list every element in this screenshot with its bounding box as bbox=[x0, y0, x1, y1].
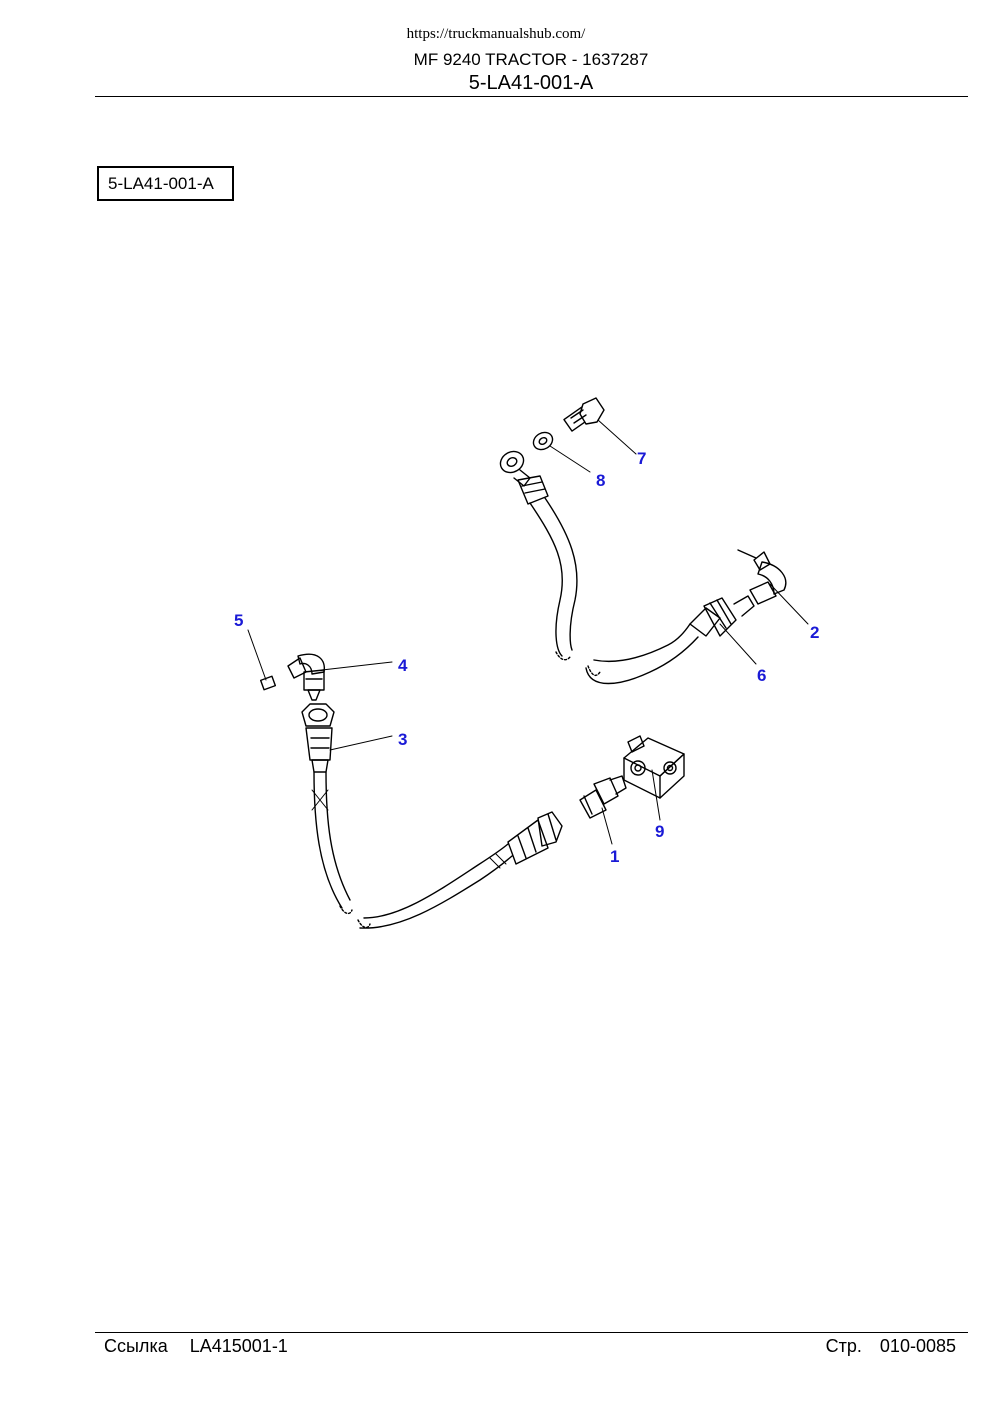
page-label: Стр. bbox=[825, 1336, 862, 1356]
upper-elbow-fitting bbox=[737, 549, 787, 605]
lower-elbow-fitting bbox=[287, 653, 325, 701]
lower-cap bbox=[259, 675, 277, 691]
upper-banjo-bolt bbox=[563, 397, 605, 432]
lower-hose-pipe bbox=[311, 771, 513, 929]
upper-hose-pipe bbox=[529, 497, 699, 685]
callout-1: 1 bbox=[610, 847, 619, 866]
source-url[interactable]: https://truckmanualshub.com/ bbox=[406, 26, 586, 42]
lower-hose-socket bbox=[507, 811, 563, 865]
callout-5: 5 bbox=[234, 611, 243, 630]
footer-page: Стр. 010-0085 bbox=[808, 1336, 956, 1357]
reference-box: 5-LA41-001-A bbox=[97, 166, 234, 201]
callout-8: 8 bbox=[596, 471, 605, 490]
lower-hose-nut bbox=[301, 703, 335, 773]
upper-sealing-washer bbox=[532, 431, 554, 451]
lower-adapter bbox=[579, 775, 627, 819]
reference-label: Ссылка bbox=[104, 1336, 168, 1356]
header-divider bbox=[95, 96, 968, 97]
upper-banjo-fitting bbox=[499, 450, 549, 505]
leader-lines bbox=[247, 419, 809, 845]
tee-block bbox=[623, 735, 685, 799]
upper-hose-nut bbox=[689, 595, 755, 637]
model-title: MF 9240 TRACTOR - 1637287 bbox=[413, 50, 649, 69]
callout-6: 6 bbox=[757, 666, 766, 685]
diagram-code-title: 5-LA41-001-A bbox=[468, 72, 594, 94]
callout-9: 9 bbox=[655, 822, 664, 841]
footer-divider bbox=[95, 1332, 968, 1333]
reference-value: LA415001-1 bbox=[189, 1336, 288, 1356]
callout-2: 2 bbox=[810, 623, 819, 642]
callout-7: 7 bbox=[637, 449, 646, 468]
footer-reference: Ссылка LA415001-1 bbox=[104, 1336, 310, 1357]
callout-4: 4 bbox=[398, 656, 408, 675]
callout-3: 3 bbox=[398, 730, 407, 749]
page-value: 010-0085 bbox=[879, 1336, 956, 1356]
